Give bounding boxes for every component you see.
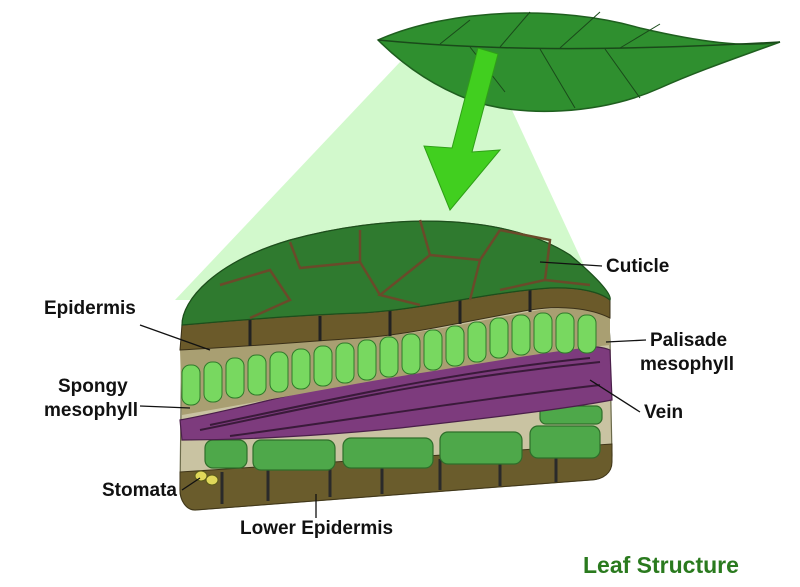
spongy-mesophyll-cells [204,405,603,471]
leader-lines [139,261,647,518]
spongy-label-line1: Spongy [58,376,128,397]
stomata-label: Stomata [102,480,177,501]
magnify-arrow-icon [423,47,502,211]
diagram-title: Leaf Structure [583,552,739,578]
leaf-cross-section [179,219,613,511]
palisade-label-line2: mesophyll [640,354,734,375]
lower-epidermis-label: Lower Epidermis [240,518,394,539]
spongy-label-line2: mesophyll [44,400,138,421]
vein-label: Vein [644,402,684,423]
epidermis-label: Epidermis [44,298,136,319]
cuticle-label: Cuticle [606,256,670,277]
palisade-label-line1: Palisade [650,330,728,351]
stomata-cells [194,470,219,486]
palisade-cells [181,312,597,406]
